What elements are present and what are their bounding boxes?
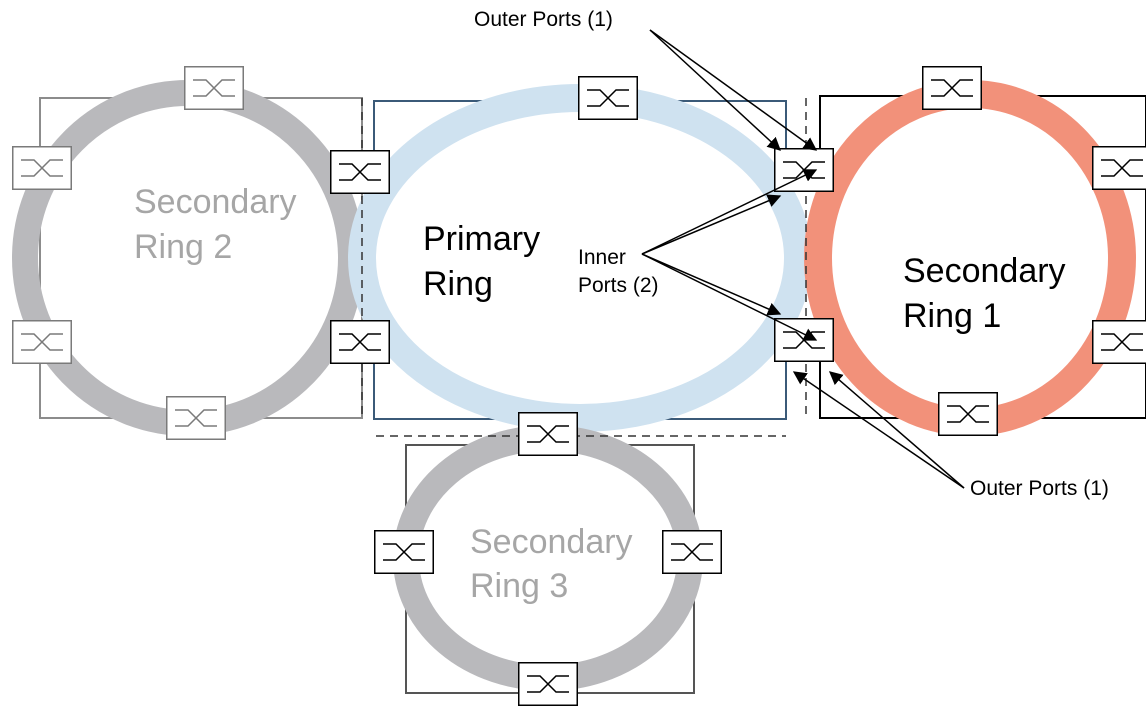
network-switch-icon [1092, 320, 1146, 364]
inner-ports-label: Inner Ports (2) [578, 246, 659, 297]
callout-arrows [641, 29, 965, 489]
secondary-ring-3-label: Secondary Ring 3 [470, 523, 642, 605]
outer-ports-top-label: Outer Ports (1) [474, 8, 613, 31]
network-switch-icon [330, 150, 390, 194]
coupling-boundaries [361, 98, 807, 437]
network-switch-icon [662, 530, 722, 574]
inner-ports-arrow [641, 194, 782, 255]
secondary-ring-1-label: Secondary Ring 1 [903, 252, 1075, 335]
network-switch-icon [374, 530, 434, 574]
network-switch-icon [774, 318, 834, 362]
outer-ports-bottom-arrow [828, 371, 965, 489]
outer-ports-top-arrow [649, 29, 818, 151]
network-switch-icon [938, 392, 998, 436]
secondary-ring-2: Secondary Ring 2 [12, 80, 364, 436]
switches [12, 66, 1146, 706]
primary-ring-label: Primary Ring [423, 220, 550, 303]
network-switch-icon [166, 396, 226, 440]
secondary-ring-1: Secondary Ring 1 [804, 80, 1146, 436]
outer-ports-bottom-arrow [792, 371, 965, 489]
secondary-ring-3: Secondary Ring 3 [393, 425, 703, 694]
network-switch-icon [184, 66, 244, 110]
network-switch-icon [12, 146, 72, 190]
outer-ports-bottom-label: Outer Ports (1) [970, 477, 1109, 500]
network-switch-icon [518, 662, 578, 706]
network-switch-icon [578, 76, 638, 120]
network-switch-icon [330, 320, 390, 364]
network-switch-icon [922, 66, 982, 110]
inner-ports-arrow [641, 253, 782, 316]
inner-ports-arrow [641, 253, 818, 341]
outer-ports-top-arrow [649, 29, 781, 151]
network-switch-icon [1092, 146, 1146, 190]
secondary-ring-2-label: Secondary Ring 2 [134, 183, 306, 266]
network-switch-icon [518, 412, 578, 456]
inner-ports-arrow [641, 169, 818, 255]
network-switch-icon [12, 320, 72, 364]
